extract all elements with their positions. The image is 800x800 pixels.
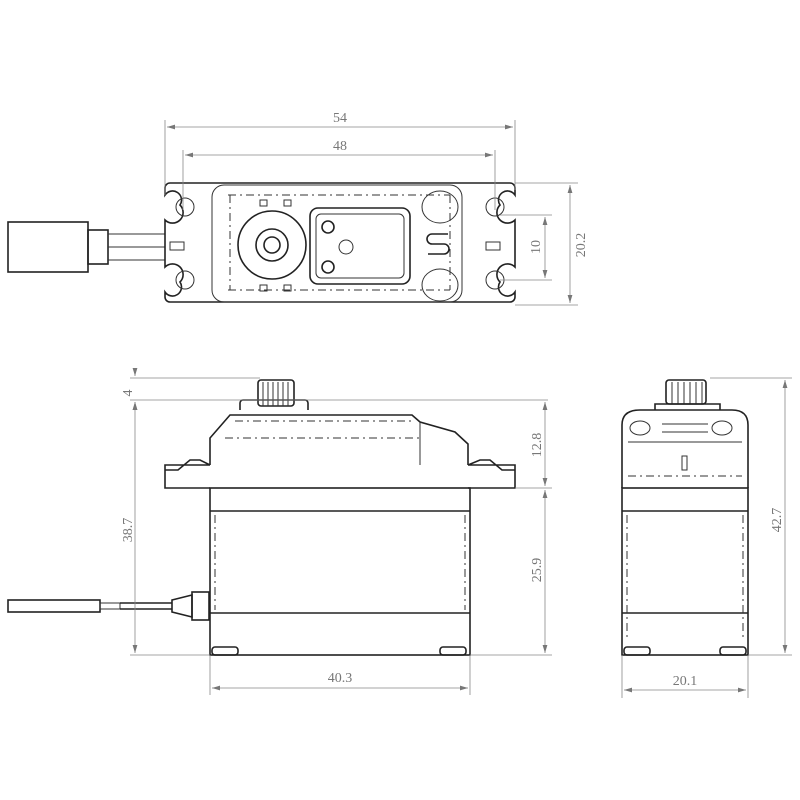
end-top-cap [621, 409, 749, 488]
dim-12-8: 12.8 [530, 433, 545, 458]
side-top-cap [209, 414, 469, 465]
top-dimensions: 54 48 20.2 10 [164, 111, 589, 306]
end-dimensions: 42.7 20.1 [621, 377, 792, 698]
dim-20-1: 20.1 [673, 674, 698, 689]
end-view [621, 379, 749, 656]
top-connector [7, 221, 165, 273]
dim-10: 10 [529, 240, 544, 254]
dim-48: 48 [333, 139, 347, 154]
dim-4: 4 [121, 390, 136, 397]
output-spline-end [665, 379, 707, 405]
side-flange-left [164, 459, 211, 489]
end-body [621, 487, 749, 656]
output-gear-top [237, 199, 307, 292]
top-mounting-flange [164, 182, 516, 303]
side-body [209, 487, 471, 656]
dim-25-9: 25.9 [530, 558, 545, 583]
side-cable [7, 591, 210, 621]
side-flange-right [467, 459, 516, 489]
side-dimensions: 4 38.7 12.8 25.9 40.3 [121, 368, 552, 695]
dim-20-2: 20.2 [574, 233, 589, 258]
dim-42-7: 42.7 [770, 508, 785, 533]
output-spline-side [257, 379, 295, 407]
top-view [7, 182, 516, 303]
brand-logo-s [426, 233, 450, 255]
side-view [7, 379, 516, 656]
dim-54: 54 [333, 111, 347, 126]
dim-38-7: 38.7 [121, 518, 136, 543]
dim-40-3: 40.3 [328, 671, 353, 686]
